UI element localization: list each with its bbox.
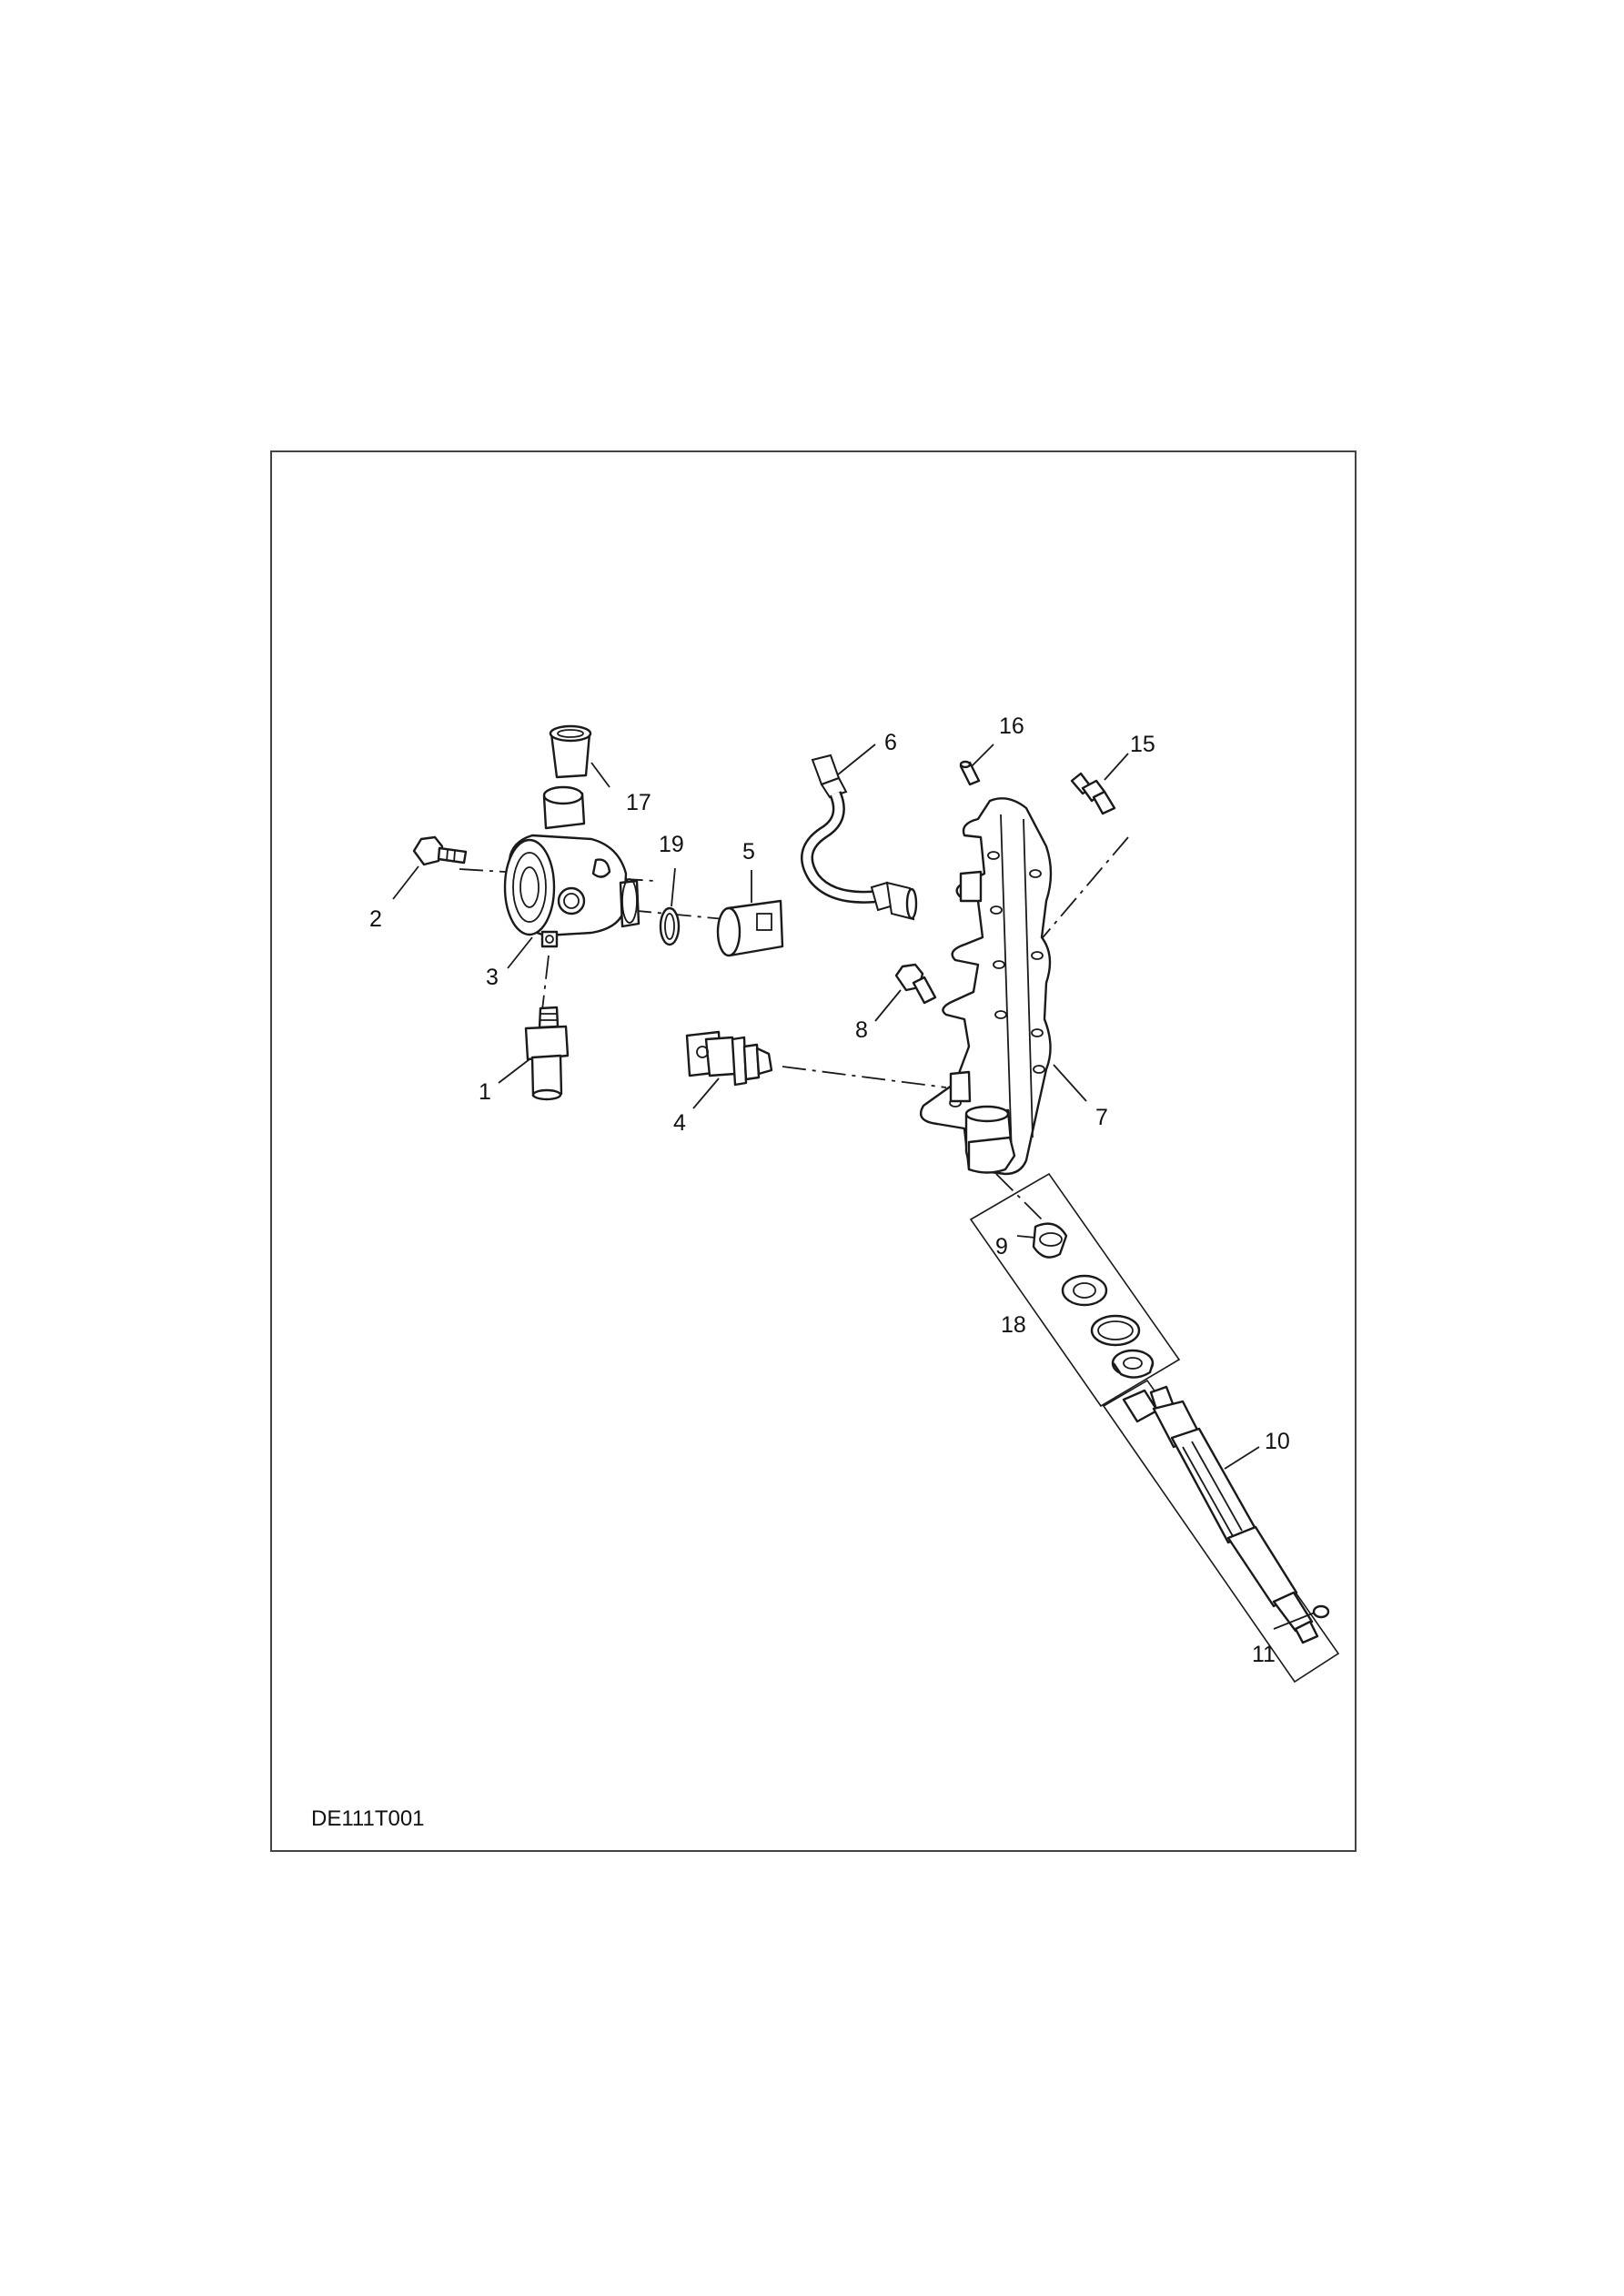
callout-leaders xyxy=(392,743,1316,1630)
callout-18: 18 xyxy=(1001,1312,1026,1338)
callout-labels: 2 3 1 4 5 19 17 6 16 15 8 7 9 18 10 11 xyxy=(369,713,1290,1667)
callout-11: 11 xyxy=(1252,1642,1276,1667)
figure-code: DE111T001 xyxy=(311,1806,425,1831)
part-mounting-bolt xyxy=(412,835,468,866)
callout-8: 8 xyxy=(855,1017,868,1043)
callout-1: 1 xyxy=(479,1079,491,1105)
part-rail-bolt xyxy=(894,963,937,1005)
part-locating-pin xyxy=(959,760,981,786)
part-o-ring-small xyxy=(659,906,681,946)
callout-19: 19 xyxy=(659,832,684,857)
part-o-ring-small-inner xyxy=(664,913,675,940)
part-pressure-fitting xyxy=(524,1006,570,1101)
part-stud xyxy=(1070,772,1116,815)
part-coupling-sleeve xyxy=(716,899,784,957)
part-injector-seal-ring xyxy=(1312,1604,1330,1619)
callout-3: 3 xyxy=(486,965,499,990)
part-fuel-rail xyxy=(919,797,1053,1176)
box-seal-kit xyxy=(969,1172,1181,1408)
part-injector-seal xyxy=(1111,1349,1155,1379)
callout-9: 9 xyxy=(995,1234,1008,1259)
part-cap xyxy=(549,724,592,779)
callout-6: 6 xyxy=(884,730,897,755)
box-injector xyxy=(1102,1379,1340,1684)
part-copper-washer xyxy=(1061,1274,1108,1307)
callout-4: 4 xyxy=(673,1110,686,1136)
callout-16: 16 xyxy=(999,713,1024,739)
part-fuel-injector xyxy=(1122,1385,1319,1644)
callout-15: 15 xyxy=(1130,732,1155,757)
part-copper-washer-hole xyxy=(1073,1282,1096,1299)
callout-5: 5 xyxy=(742,839,755,865)
part-high-pressure-pump xyxy=(503,785,641,948)
diagram-frame xyxy=(270,450,1357,1852)
part-injector-clip xyxy=(1032,1222,1068,1259)
callout-2: 2 xyxy=(369,906,382,932)
callout-17: 17 xyxy=(626,790,651,815)
part-o-ring-large-inner xyxy=(1097,1320,1134,1340)
callout-10: 10 xyxy=(1265,1429,1290,1454)
callout-7: 7 xyxy=(1095,1105,1108,1130)
part-rail-pressure-sensor xyxy=(685,1030,773,1087)
part-fuel-pipe xyxy=(801,754,918,921)
